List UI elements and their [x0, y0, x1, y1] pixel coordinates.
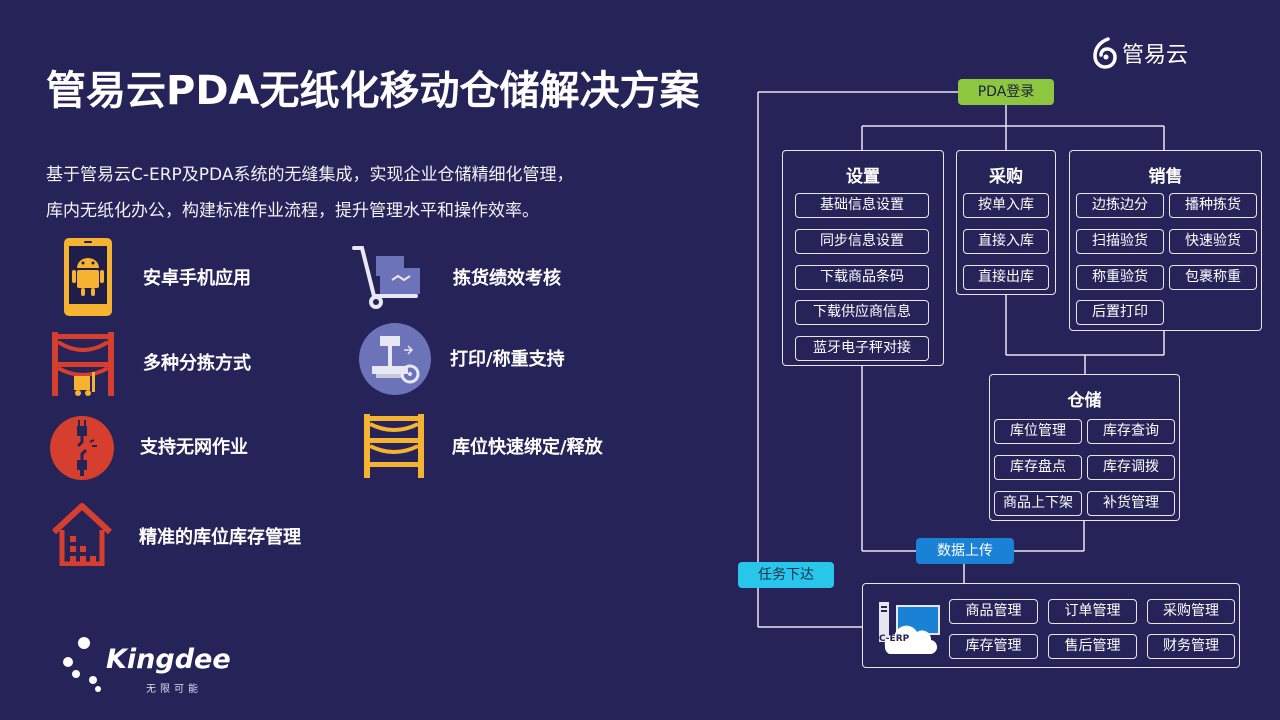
guanyiyun-logo: 管易云	[1092, 36, 1188, 70]
storage-item: 补货管理	[1087, 491, 1175, 516]
erp-item: 订单管理	[1048, 599, 1137, 624]
data-upload-label: 数据上传	[916, 538, 1014, 564]
storage-item: 库存盘点	[994, 455, 1082, 480]
storage-rack-icon	[362, 412, 434, 484]
purchase-item: 按单入库	[963, 193, 1049, 218]
sales-item: 后置打印	[1076, 300, 1164, 325]
sales-panel: 销售 边拣边分 播种拣货 扫描验货 快速验货 称重验货 包裹称重 后置打印	[1069, 150, 1262, 331]
unplugged-icon	[48, 414, 120, 486]
kingdee-dots-icon	[63, 637, 101, 692]
intro-line-2: 库内无纸化办公，构建标准作业流程，提升管理水平和操作效率。	[46, 201, 539, 221]
sales-item: 扫描验货	[1076, 229, 1164, 254]
settings-title: 设置	[846, 167, 880, 187]
page-title: 管易云PDA无纸化移动仓储解决方案	[46, 68, 700, 114]
warehouse-shelf-forklift-icon	[50, 328, 122, 400]
kingdee-slogan: 无限可能	[146, 684, 202, 695]
settings-item: 蓝牙电子秤对接	[795, 336, 929, 361]
feature-sorting-label: 多种分拣方式	[143, 353, 251, 374]
settings-item: 下载商品条码	[795, 265, 929, 290]
scale-printer-icon	[358, 322, 431, 395]
erp-item: 采购管理	[1147, 599, 1235, 624]
erp-item: 售后管理	[1048, 634, 1137, 659]
erp-item: 财务管理	[1147, 634, 1235, 659]
sales-item: 快速验货	[1169, 229, 1257, 254]
settings-panel: 设置 基础信息设置 同步信息设置 下载商品条码 下载供应商信息 蓝牙电子秤对接	[782, 150, 944, 366]
storage-item: 库存查询	[1087, 419, 1175, 444]
feature-location-bind-label: 库位快速绑定/释放	[452, 437, 603, 458]
pda-login-label: PDA登录	[958, 79, 1054, 105]
sales-item: 包裹称重	[1169, 265, 1257, 290]
storage-item: 库位管理	[994, 419, 1082, 444]
purchase-item: 直接入库	[963, 229, 1049, 254]
sales-item: 播种拣货	[1169, 193, 1257, 218]
feature-picking-label: 拣货绩效考核	[453, 268, 561, 289]
storage-item: 库存调拨	[1087, 455, 1175, 480]
erp-panel: C-ERP 商品管理 订单管理 采购管理 库存管理 售后管理 财务管理	[862, 583, 1240, 668]
purchase-panel: 采购 按单入库 直接入库 直接出库	[956, 150, 1056, 295]
sales-item: 称重验货	[1076, 265, 1164, 290]
storage-title: 仓储	[1067, 391, 1102, 411]
settings-item: 基础信息设置	[795, 193, 929, 218]
storage-panel: 仓储 库位管理 库存查询 库存盘点 库存调拨 商品上下架 补货管理	[989, 374, 1180, 521]
sales-item: 边拣边分	[1076, 193, 1164, 218]
feature-print-weigh-label: 打印/称重支持	[450, 349, 565, 370]
feature-offline-label: 支持无网作业	[140, 437, 248, 458]
kingdee-name: Kingdee	[106, 644, 231, 675]
task-dispatch-label: 任务下达	[738, 562, 834, 588]
purchase-item: 直接出库	[963, 265, 1049, 290]
guanyiyun-logo-icon	[1093, 37, 1117, 69]
sales-title: 销售	[1148, 167, 1183, 187]
purchase-title: 采购	[989, 167, 1023, 187]
warehouse-house-icon	[50, 502, 122, 574]
feature-precise-inventory-label: 精准的库位库存管理	[139, 527, 301, 548]
erp-item: 库存管理	[949, 634, 1038, 659]
settings-item: 同步信息设置	[795, 229, 929, 254]
c-erp-cloud-icon	[879, 602, 940, 654]
intro-line-1: 基于管易云C-ERP及PDA系统的无缝集成，实现企业仓储精细化管理，	[46, 165, 574, 185]
feature-android-label: 安卓手机应用	[143, 268, 251, 289]
storage-item: 商品上下架	[994, 491, 1082, 516]
android-phone-icon	[54, 236, 126, 316]
erp-item: 商品管理	[949, 599, 1038, 624]
hand-truck-icon	[350, 244, 422, 316]
settings-item: 下载供应商信息	[795, 300, 929, 325]
c-erp-logo-text: C-ERP	[879, 634, 910, 644]
brand-name: 管易云	[1122, 43, 1189, 68]
